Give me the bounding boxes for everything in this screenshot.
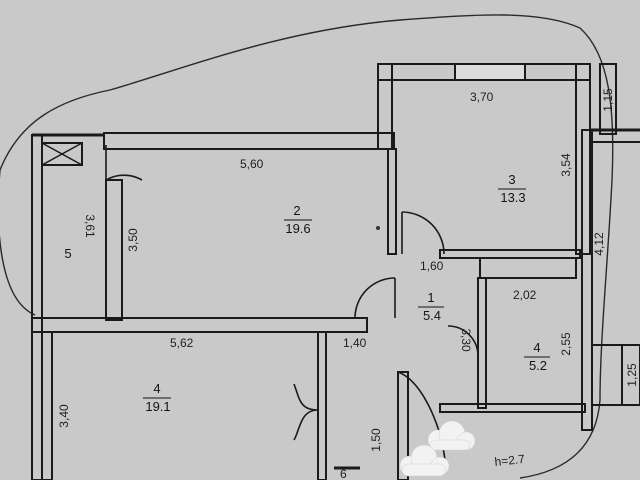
partition-room1-room4 xyxy=(477,277,487,409)
dim-3-54: 3,54 xyxy=(559,153,573,177)
partition-bath-left xyxy=(317,331,327,480)
partition-bath-right xyxy=(397,371,409,480)
corner-tag: 6 xyxy=(340,467,347,480)
dim-5-62: 5,62 xyxy=(170,336,194,350)
dim-3-70: 3,70 xyxy=(470,90,494,104)
cloud-icon-upper xyxy=(427,420,476,451)
dim-3-61: 3,61 xyxy=(83,214,97,238)
room-2-area: 19.6 xyxy=(285,221,310,236)
vent-shaft-icon xyxy=(41,142,83,166)
pencil-mark xyxy=(376,226,380,230)
room-2-number: 2 xyxy=(293,203,300,218)
room-5-number: 5 xyxy=(64,246,71,261)
dim-2-02: 2,02 xyxy=(513,288,537,302)
wall-right-lower-block2 xyxy=(621,344,640,406)
cloud-icon-lower xyxy=(399,444,450,477)
room-3-area: 13.3 xyxy=(500,190,525,205)
dim-3-30: 3,30 xyxy=(459,328,473,352)
door-room5 xyxy=(105,174,143,181)
wall-middle-horizontal xyxy=(31,317,368,333)
door-room2 xyxy=(401,211,445,255)
room-1-area: 5.4 xyxy=(423,308,441,323)
sketch-outline xyxy=(0,14,614,479)
walls xyxy=(31,63,640,480)
wall-bottom-room4 xyxy=(439,403,586,413)
dimension-labels: 3,70 1,15 5,60 3,54 3,61 3,50 4,12 1,60 … xyxy=(57,88,639,452)
wall-step xyxy=(377,63,393,150)
dim-1-50: 1,50 xyxy=(369,428,383,452)
door-room1-left xyxy=(354,277,396,319)
room-4-big-area: 19.1 xyxy=(145,399,170,414)
door-room4-big xyxy=(293,383,319,441)
dim-2-55: 2,55 xyxy=(559,332,573,356)
hall-closet xyxy=(479,257,577,279)
dim-3-40: 3,40 xyxy=(57,404,71,428)
dim-1-25: 1,25 xyxy=(625,363,639,387)
ceiling-height-label: h=2.7 xyxy=(494,452,526,469)
room-1-number: 1 xyxy=(427,290,434,305)
dim-1-40: 1,40 xyxy=(343,336,367,350)
wall-room4-left xyxy=(41,331,53,480)
partition-room5-room2 xyxy=(105,179,123,321)
room-4-small-number: 4 xyxy=(533,340,540,355)
room-labels: 2 19.6 3 13.3 1 5.4 4 5.2 4 19.1 5 xyxy=(64,172,550,414)
door-room4 xyxy=(447,325,479,357)
room-4-big-number: 4 xyxy=(153,381,160,396)
room-4-small-area: 5.2 xyxy=(529,358,547,373)
dim-1-15: 1,15 xyxy=(601,88,615,112)
room-3-number: 3 xyxy=(508,172,515,187)
wall-right-outer xyxy=(581,129,593,431)
dim-3-50: 3,50 xyxy=(126,228,140,252)
window-room3 xyxy=(454,63,526,81)
dim-1-60: 1,60 xyxy=(420,259,444,273)
wall-top-room2 xyxy=(103,132,395,150)
wall-right-column xyxy=(599,63,617,135)
dim-5-60: 5,60 xyxy=(240,157,264,171)
partition-room2-room3 xyxy=(387,148,397,255)
dim-4-12: 4,12 xyxy=(592,232,606,256)
